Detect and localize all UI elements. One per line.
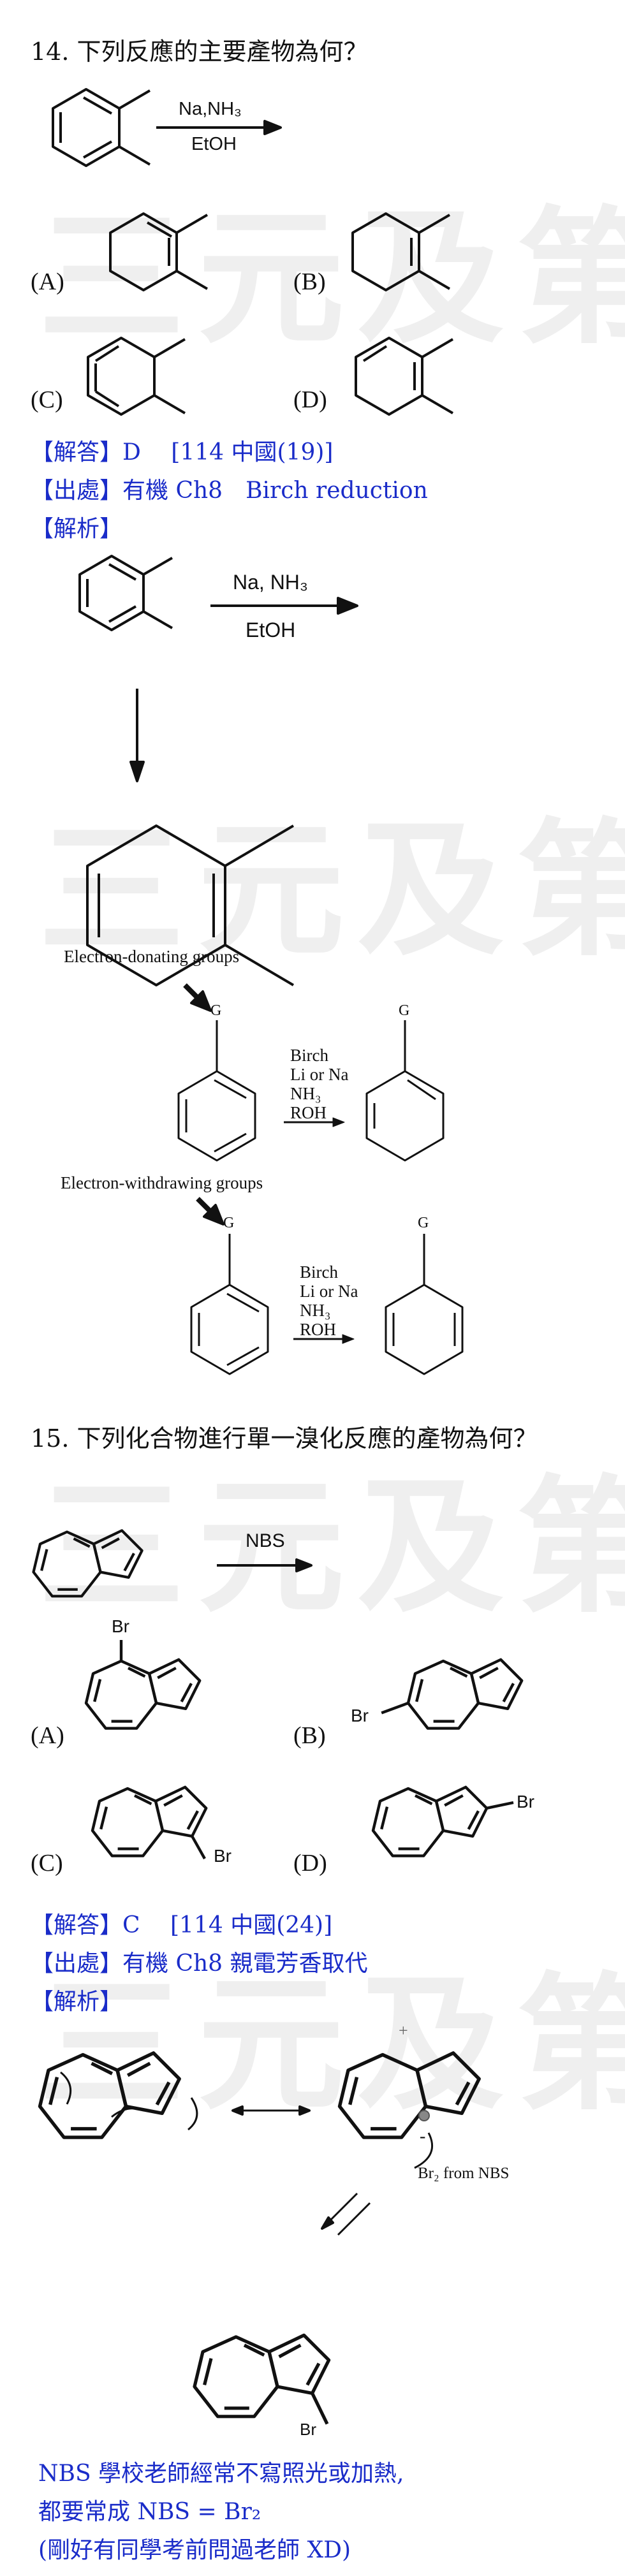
q14-scheme-product (86, 824, 295, 986)
q15-option-a (86, 1639, 200, 1729)
q15-option-d (373, 1787, 514, 1856)
q15-analysis: 【解析】 (31, 1989, 123, 2015)
edg-benzene (177, 1020, 256, 1162)
q15-azulene-start (34, 1530, 142, 1596)
q15-br-d: Br (517, 1792, 534, 1811)
q14-analysis: 【解析】 (31, 516, 123, 542)
edg-arrow (183, 983, 212, 1012)
q15-note-3: (剛好有同學考前問過老師 XD) (38, 2537, 351, 2563)
q15-br-c: Br (214, 1846, 232, 1866)
edg-cond-2: Li or Na (290, 1065, 349, 1084)
br2-arrow (414, 2132, 434, 2169)
watermark-3: 三元及第 (38, 1463, 625, 1633)
curved-arrow-1 (60, 2071, 72, 2105)
edg-label: Electron-donating groups (64, 947, 240, 966)
watermark-4: 三元及第 (38, 1960, 625, 2130)
watermark-1: 三元及第 (38, 194, 625, 364)
curved-arrow-3 (188, 2097, 198, 2131)
q14-reagent-bottom: EtOH (191, 134, 237, 154)
curved-arrow-2 (111, 2107, 144, 2118)
ewg-product (385, 1234, 464, 1375)
q15-answer: 【解答】C [114 中國(24)] (31, 1912, 333, 1938)
q15-option-a-label: (A) (31, 1722, 64, 1749)
q15-plus: + (399, 2021, 408, 2040)
q15-note-1: NBS 學校老師經常不寫照光或加熱, (38, 2461, 404, 2487)
q14-title: 14. 下列反應的主要產物為何？ (31, 38, 368, 66)
q15-option-b-label: (B) (293, 1722, 326, 1749)
down-arrow-2 (337, 2202, 371, 2236)
ewg-cond-2: Li or Na (300, 1282, 358, 1301)
edg-cond-3: NH₃ (290, 1084, 321, 1103)
q14-scheme-oxylene (78, 555, 173, 631)
q15-br2-note: Br₂ from NBS (418, 2165, 510, 2182)
q15-option-b (381, 1660, 522, 1729)
q15-br-a: Br (112, 1616, 129, 1636)
edg-cond-4: ROH (290, 1103, 327, 1122)
q15-title: 15. 下列化合物進行單一溴化反應的產物為何？ (31, 1424, 538, 1453)
q15-option-c (92, 1787, 206, 1860)
q15-note-2: 都要常成 NBS = Br₂ (38, 2499, 261, 2525)
ewg-arrow (196, 1197, 224, 1226)
edg-g-product: G (399, 1002, 410, 1019)
q14-option-b-label: (B) (293, 268, 326, 295)
ewg-cond-4: ROH (300, 1320, 337, 1339)
ewg-cond-3: NH₃ (300, 1301, 331, 1320)
q15-final-product (195, 2335, 329, 2425)
edg-product (365, 1020, 445, 1162)
q14-oxylene (52, 88, 151, 167)
q15-option-d-label: (D) (293, 1850, 327, 1877)
ewg-cond-1: Birch (300, 1262, 338, 1282)
q15-br-b: Br (351, 1706, 369, 1725)
q15-minus: - (420, 2126, 426, 2146)
ewg-g-product: G (418, 1215, 429, 1231)
q14-answer: 【解答】D [114 中國(19)] (31, 439, 334, 465)
q15-source: 【出處】有機 Ch8 親電芳香取代 (31, 1950, 368, 1977)
ewg-label: Electron-withdrawing groups (61, 1173, 263, 1192)
watermark-2: 三元及第 (38, 806, 625, 976)
q15-mech-azulene-left (40, 2053, 180, 2137)
q14-option-c-label: (C) (31, 386, 63, 413)
q14-option-a (109, 212, 209, 291)
q14-option-d-label: (D) (293, 386, 327, 413)
q14-reagent-top: Na,NH₃ (179, 99, 242, 119)
q14-scheme-reagent-top: Na, NH₃ (233, 571, 308, 594)
q14-scheme-reagent-bottom: EtOH (246, 618, 296, 641)
q15-br-final: Br (300, 2420, 316, 2439)
q15-mech-azulene-right (337, 2051, 481, 2139)
edg-cond-1: Birch (290, 1046, 328, 1065)
q14-option-c (87, 337, 186, 416)
ewg-benzene (190, 1234, 269, 1375)
q14-option-d (355, 337, 454, 416)
q15-reagent: NBS (246, 1530, 285, 1551)
carbanion-dot (418, 2110, 430, 2121)
q14-source: 【出處】有機 Ch8 Birch reduction (31, 478, 428, 504)
ewg-g: G (223, 1215, 235, 1231)
edg-g: G (210, 1002, 222, 1019)
q14-option-a-label: (A) (31, 268, 64, 295)
q14-option-b (351, 212, 451, 291)
q15-option-c-label: (C) (31, 1850, 63, 1877)
